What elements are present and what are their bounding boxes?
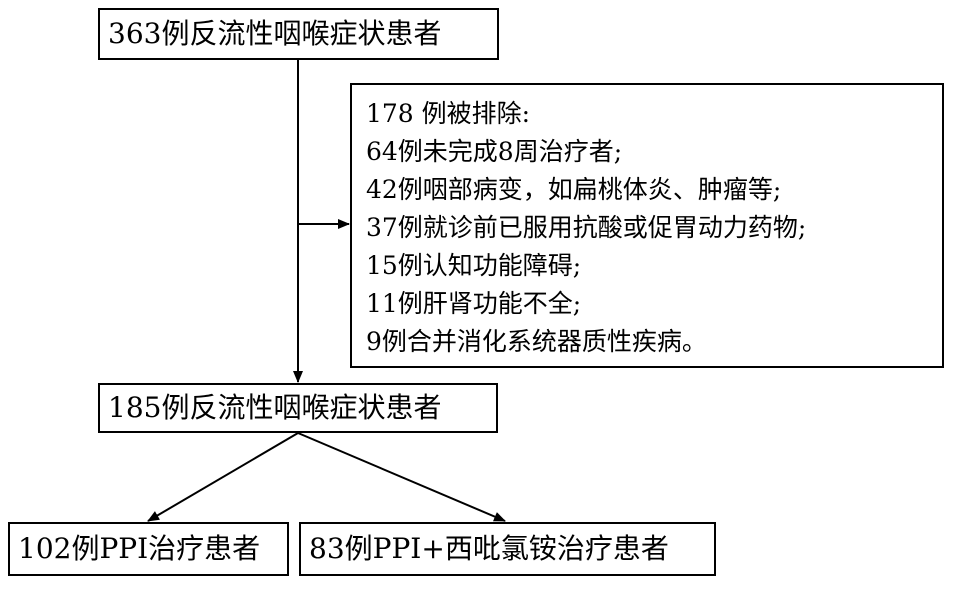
excluded-reason: 42例咽部病变，如扁桃体炎、肿瘤等; [366, 175, 782, 204]
combo-group-node: 83例PPI+西吡氯铵治疗患者 [299, 522, 716, 576]
excluded-node: 178 例被排除: 64例未完成8周治疗者; 42例咽部病变，如扁桃体炎、肿瘤等… [350, 83, 944, 368]
start-node: 363例反流性咽喉症状患者 [98, 8, 499, 60]
excluded-reason: 64例未完成8周治疗者; [366, 137, 623, 166]
combo-group-label: 83例PPI+西吡氯铵治疗患者 [309, 532, 669, 565]
excluded-reason: 15例认知功能障碍; [366, 251, 582, 280]
included-node-label: 185例反流性咽喉症状患者 [108, 391, 442, 424]
start-node-label: 363例反流性咽喉症状患者 [108, 17, 442, 50]
excluded-reason: 11例肝肾功能不全; [366, 289, 582, 318]
excluded-reason: 37例就诊前已服用抗酸或促胃动力药物; [366, 213, 807, 242]
excluded-reason: 9例合并消化系统器质性疾病。 [366, 327, 707, 356]
ppi-group-label: 102例PPI治疗患者 [18, 532, 261, 565]
arrow-to-combo-group [297, 432, 506, 522]
excluded-header: 178 例被排除: [366, 99, 531, 128]
arrow-to-ppi-group [147, 432, 299, 522]
included-node: 185例反流性咽喉症状患者 [98, 383, 498, 433]
ppi-group-node: 102例PPI治疗患者 [8, 522, 289, 576]
